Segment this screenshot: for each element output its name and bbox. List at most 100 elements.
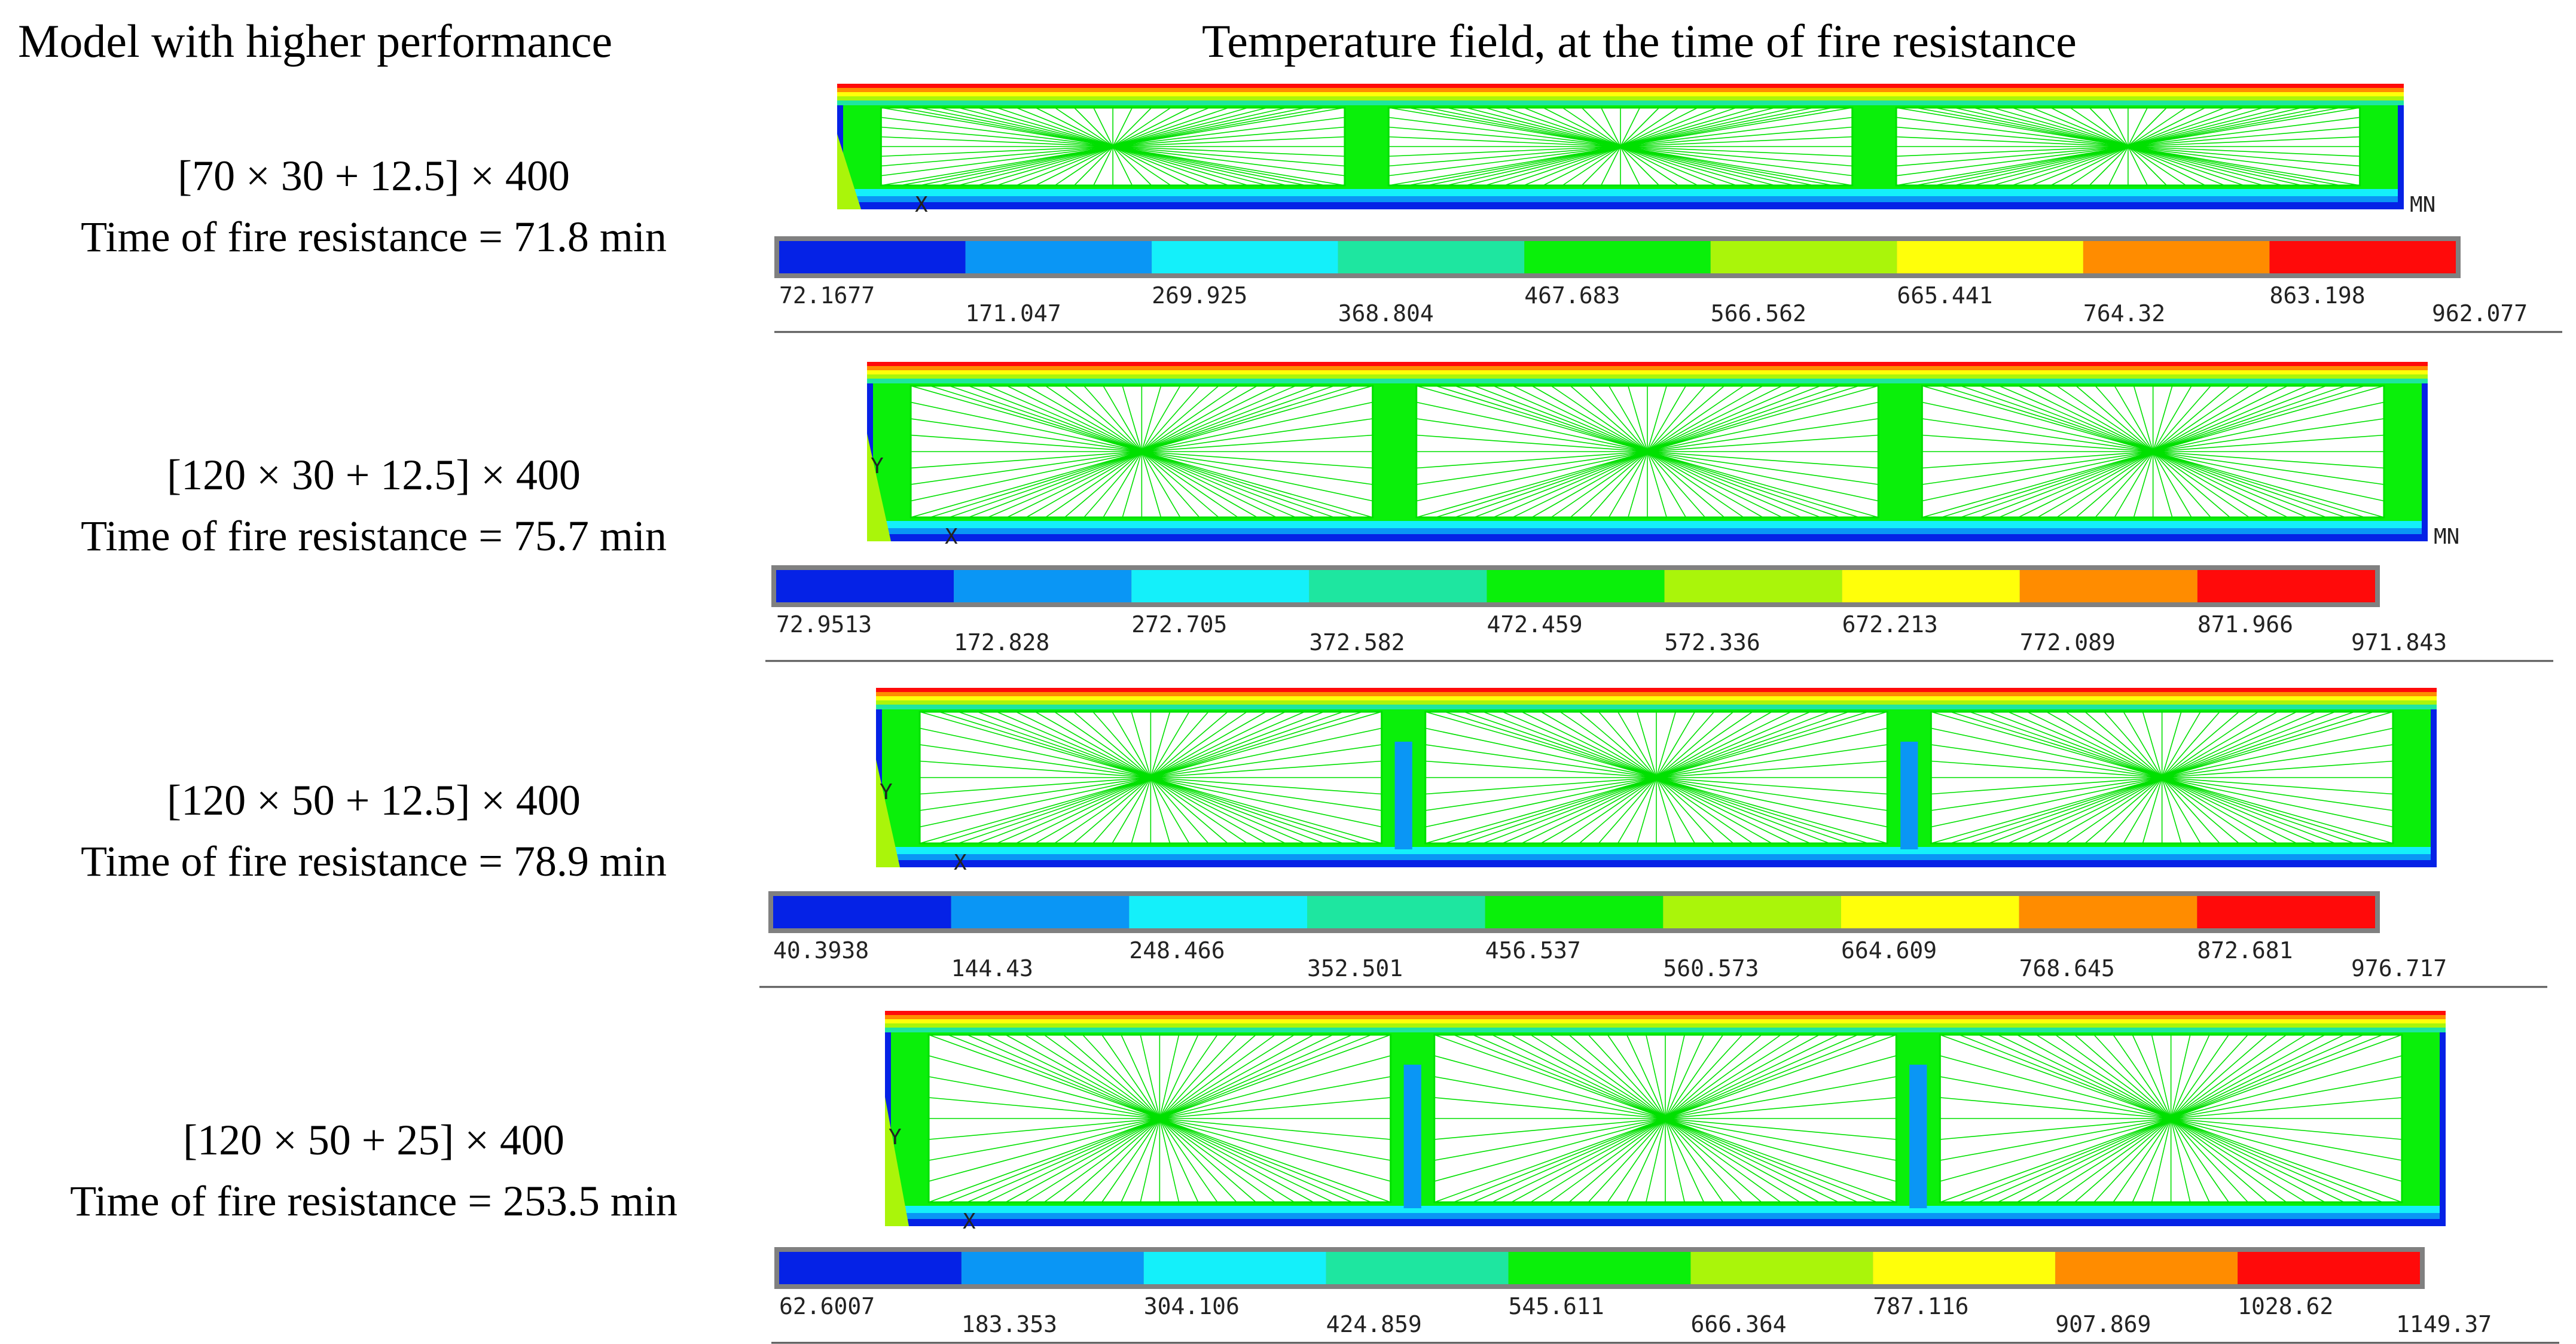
colorbar-segment: [2055, 1252, 2238, 1284]
mesh-line: [1656, 777, 1791, 844]
mesh-line: [1025, 385, 1142, 452]
colorbar-tick-label: 467.683: [1524, 282, 1620, 309]
mesh-line: [1150, 711, 1324, 778]
mesh-line: [2153, 385, 2269, 452]
mesh-line: [2123, 777, 2163, 844]
mesh-line: [2153, 451, 2385, 502]
mesh-line: [1112, 107, 1191, 147]
colorbar-segment: [1524, 241, 1711, 273]
mesh-line: [967, 1034, 1160, 1119]
mesh-line: [1150, 711, 1209, 778]
mesh-line: [1024, 1034, 1160, 1119]
mesh-line: [1579, 777, 1657, 844]
mesh-line: [967, 1118, 1160, 1203]
mesh-line: [2153, 385, 2211, 452]
mesh-line: [1434, 1055, 1666, 1119]
mesh-line: [919, 777, 1151, 811]
mesh-line: [1159, 1118, 1275, 1203]
colorbar-segment: [779, 241, 966, 273]
rib-core: [1403, 1065, 1421, 1208]
mesh-line: [1121, 1118, 1161, 1203]
mesh-line: [1083, 451, 1142, 518]
mesh-line: [910, 385, 1142, 452]
mesh-line: [1142, 418, 1373, 452]
mesh-line: [1549, 1118, 1666, 1203]
mesh-line: [1159, 1118, 1314, 1203]
colorbar-segment: [2197, 896, 2375, 928]
mesh-line: [1112, 107, 1229, 147]
colorbar-segment: [779, 1252, 962, 1284]
mesh-line: [1656, 777, 1696, 844]
mesh-line: [1388, 107, 1621, 147]
mesh-line: [1620, 107, 1852, 147]
mesh-line: [1159, 1034, 1372, 1119]
mesh-line: [1647, 451, 1725, 518]
mesh-line: [1150, 711, 1190, 778]
y-axis-marker: Y: [880, 780, 893, 804]
mesh-line: [2142, 711, 2163, 778]
mesh-line: [1131, 777, 1152, 844]
mesh-line: [1978, 1034, 2171, 1119]
mesh-line: [1896, 126, 2128, 147]
mesh-line: [1931, 711, 2162, 778]
fire-resistance-time: Time of fire resistance = 71.8 min: [81, 213, 667, 261]
mesh-line: [1581, 146, 1621, 186]
mesh-line: [1006, 385, 1142, 452]
mesh-line: [2171, 1034, 2345, 1119]
mesh-line: [919, 146, 1113, 186]
mesh-line: [2171, 1076, 2403, 1119]
mesh-line: [1646, 1118, 1666, 1203]
colorbar-segment: [1841, 896, 2019, 928]
mesh-line: [1142, 451, 1277, 518]
mesh-line: [1474, 451, 1648, 518]
mesh-line: [1620, 107, 1737, 147]
mesh-line: [1511, 1034, 1666, 1119]
mesh-line: [1112, 107, 1133, 147]
mesh-line: [1531, 451, 1648, 518]
mesh-line: [920, 777, 1151, 795]
mesh-line: [2170, 1034, 2191, 1119]
colorbar-segment: [2197, 570, 2375, 602]
mesh-line: [1434, 1118, 1666, 1203]
mesh-line: [2153, 385, 2365, 452]
mesh-line: [2153, 451, 2230, 518]
mesh-line: [1159, 1118, 1333, 1203]
mesh-line: [1142, 385, 1316, 452]
mesh-line: [1620, 146, 1717, 186]
mesh-line: [958, 146, 1113, 186]
edge-wedge: [876, 760, 900, 867]
mesh-line: [919, 777, 1151, 828]
y-axis-marker: Y: [889, 1125, 902, 1150]
fire-resistance-time: Time of fire resistance = 78.9 min: [81, 837, 667, 885]
mesh-line: [2031, 146, 2129, 186]
mesh-line: [1112, 146, 1287, 186]
mesh-line: [2016, 1118, 2172, 1203]
mesh-line: [1444, 777, 1657, 844]
mesh-line: [958, 711, 1151, 778]
colorbar-segment: [773, 896, 951, 928]
mesh-line: [2074, 1034, 2172, 1119]
mesh-line: [1142, 451, 1316, 518]
mesh-line: [2018, 385, 2153, 452]
mesh-line: [1159, 1118, 1237, 1203]
mesh-line: [910, 401, 1142, 452]
mesh-line: [1620, 107, 1717, 147]
mesh-line: [1150, 777, 1382, 828]
mesh-line: [1150, 777, 1266, 844]
hot-layer: [876, 692, 2437, 697]
mesh-line: [1485, 107, 1621, 147]
mesh-line: [1620, 146, 1660, 186]
mesh-line: [1581, 107, 1621, 147]
cool-band: [843, 189, 2398, 197]
mesh-line: [1620, 107, 1679, 147]
colorbar-tick-label: 424.859: [1326, 1311, 1422, 1337]
mesh-line: [1112, 146, 1268, 186]
mesh-line: [1425, 727, 1657, 778]
mesh-line: [1647, 385, 1860, 452]
mesh-line: [2031, 107, 2129, 147]
colorbar-tick-label: 368.804: [1338, 300, 1434, 327]
mesh-line: [2089, 107, 2129, 147]
cool-band: [882, 847, 2431, 855]
mesh-line: [1092, 777, 1151, 844]
colorbar-segment: [1307, 896, 1485, 928]
